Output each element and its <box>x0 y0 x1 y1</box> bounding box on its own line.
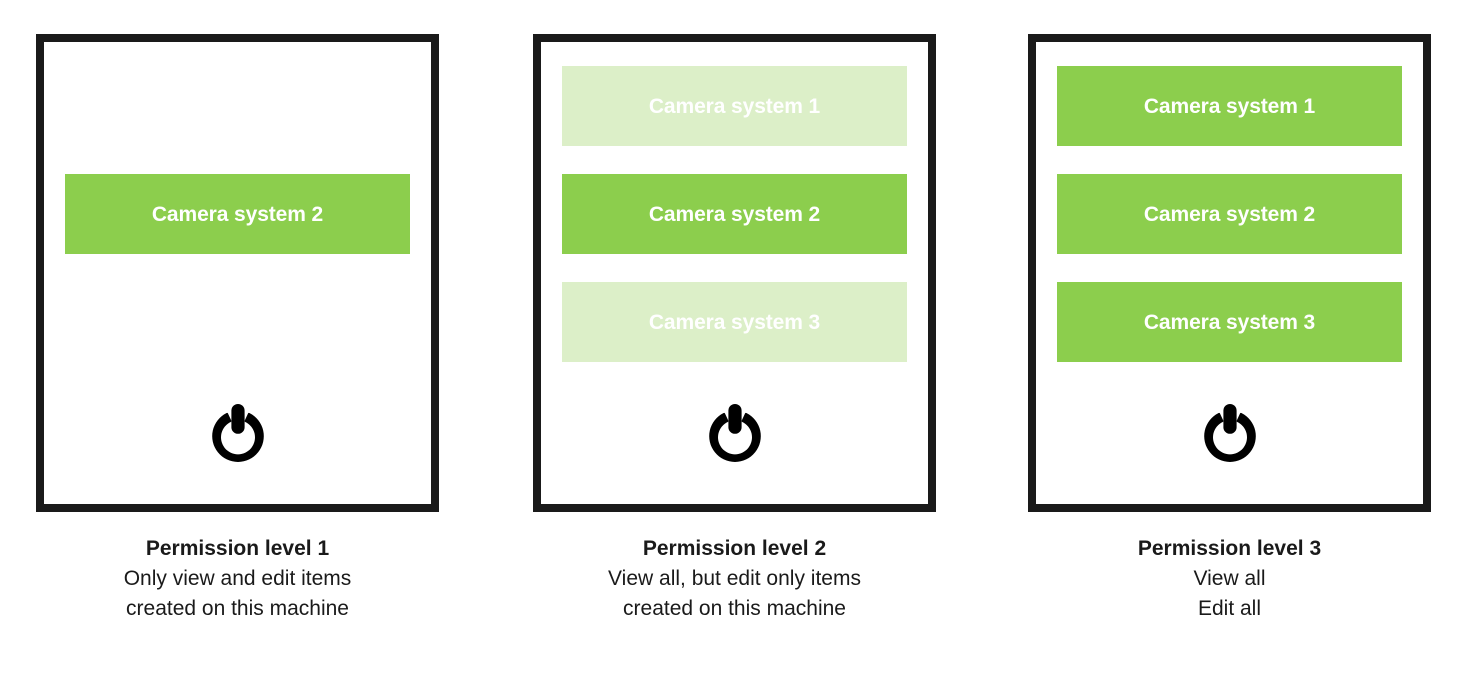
camera-system-bar[interactable]: Camera system 2 <box>562 174 907 254</box>
power-icon[interactable] <box>1036 402 1423 465</box>
device-frame: Camera system 1 Camera system 2 Camera s… <box>533 34 936 512</box>
camera-system-bar[interactable]: Camera system 1 <box>562 66 907 146</box>
camera-system-bar: Camera system 1 <box>65 66 410 146</box>
caption-line-1: View all, but edit only items <box>608 566 861 590</box>
camera-system-bar[interactable]: Camera system 2 <box>1057 174 1402 254</box>
permission-level-panel: Camera system 1 Camera system 2 Camera s… <box>36 34 439 623</box>
power-icon[interactable] <box>541 402 928 465</box>
caption-line-2: created on this machine <box>126 596 349 620</box>
caption-line-2: Edit all <box>1197 596 1262 620</box>
permission-level-panel: Camera system 1 Camera system 2 Camera s… <box>533 34 936 623</box>
camera-system-bar[interactable]: Camera system 3 <box>562 282 907 362</box>
camera-system-label: Camera system 1 <box>1143 94 1316 118</box>
panel-caption: Permission level 2 View all, but edit on… <box>533 534 936 623</box>
camera-system-list: Camera system 1 Camera system 2 Camera s… <box>562 66 907 362</box>
camera-system-bar: Camera system 3 <box>65 282 410 362</box>
panel-caption: Permission level 1 Only view and edit it… <box>36 534 439 623</box>
camera-system-label: Camera system 2 <box>648 202 821 226</box>
caption-title: Permission level 2 <box>642 537 827 560</box>
caption-line-2: created on this machine <box>623 596 846 620</box>
caption-title: Permission level 1 <box>145 537 330 560</box>
camera-system-label: Camera system 1 <box>648 94 821 118</box>
device-frame: Camera system 1 Camera system 2 Camera s… <box>36 34 439 512</box>
caption-line-1: View all <box>1193 566 1266 590</box>
camera-system-bar[interactable]: Camera system 3 <box>1057 282 1402 362</box>
camera-system-label: Camera system 2 <box>151 202 324 226</box>
camera-system-list: Camera system 1 Camera system 2 Camera s… <box>65 66 410 362</box>
camera-system-bar[interactable]: Camera system 2 <box>65 174 410 254</box>
camera-system-label: Camera system 2 <box>1143 202 1316 226</box>
power-icon[interactable] <box>44 402 431 465</box>
panel-caption: Permission level 3 View all Edit all <box>1028 534 1431 623</box>
camera-system-label: Camera system 3 <box>648 310 821 334</box>
caption-line-1: Only view and edit items <box>123 566 352 590</box>
caption-title: Permission level 3 <box>1137 537 1322 560</box>
camera-system-bar[interactable]: Camera system 1 <box>1057 66 1402 146</box>
camera-system-label: Camera system 3 <box>1143 310 1316 334</box>
camera-system-list: Camera system 1 Camera system 2 Camera s… <box>1057 66 1402 362</box>
permission-level-panel: Camera system 1 Camera system 2 Camera s… <box>1028 34 1431 623</box>
device-frame: Camera system 1 Camera system 2 Camera s… <box>1028 34 1431 512</box>
